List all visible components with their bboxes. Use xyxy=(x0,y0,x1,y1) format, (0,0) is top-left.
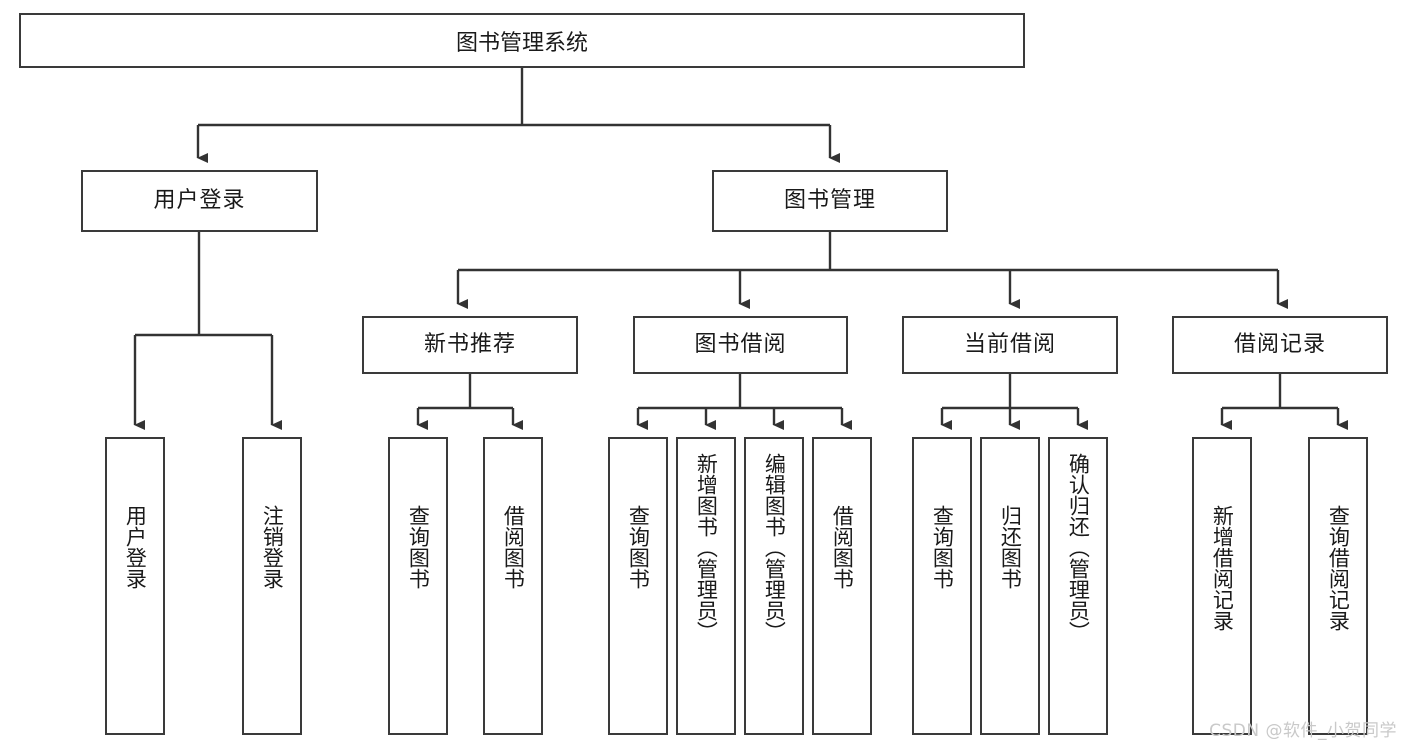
leaf-user-login[interactable]: 用户登录 xyxy=(105,437,165,735)
node-label: 借阅记录 xyxy=(1233,331,1326,357)
node-label: 编辑图书（管理员） xyxy=(762,453,787,642)
node-label: 图书借阅 xyxy=(694,331,787,357)
leaf-add-borrow-record[interactable]: 新增借阅记录 xyxy=(1192,437,1252,735)
leaf-query-book-borrow[interactable]: 查询图书 xyxy=(608,437,668,735)
node-label: 图书管理 xyxy=(783,187,876,213)
node-label: 查询借阅记录 xyxy=(1326,505,1351,631)
leaf-query-borrow-record[interactable]: 查询借阅记录 xyxy=(1308,437,1368,735)
leaf-logout[interactable]: 注销登录 xyxy=(242,437,302,735)
leaf-return-book[interactable]: 归还图书 xyxy=(980,437,1040,735)
csdn-watermark: CSDN @软件_小贺同学 xyxy=(1209,721,1397,741)
node-label: 归还图书 xyxy=(998,505,1023,589)
node-label: 用户登录 xyxy=(123,505,148,589)
node-label: 新增图书（管理员） xyxy=(694,453,719,642)
node-user-login[interactable]: 用户登录 xyxy=(81,170,318,232)
node-label: 借阅图书 xyxy=(501,505,526,589)
node-current-borrow[interactable]: 当前借阅 xyxy=(902,316,1118,374)
node-label: 查询图书 xyxy=(406,505,431,589)
node-label: 用户登录 xyxy=(153,187,246,213)
node-borrow-record[interactable]: 借阅记录 xyxy=(1172,316,1388,374)
node-label: 当前借阅 xyxy=(963,331,1056,357)
node-book-management[interactable]: 图书管理 xyxy=(712,170,948,232)
node-new-book-recommend[interactable]: 新书推荐 xyxy=(362,316,578,374)
leaf-add-book-admin[interactable]: 新增图书（管理员） xyxy=(676,437,736,735)
node-label: 借阅图书 xyxy=(830,505,855,589)
leaf-borrow-book-recommend[interactable]: 借阅图书 xyxy=(483,437,543,735)
node-label: 新书推荐 xyxy=(423,331,516,357)
node-label: 注销登录 xyxy=(260,505,285,589)
node-label: 图书管理系统 xyxy=(455,30,588,56)
node-label: 查询图书 xyxy=(626,505,651,589)
node-label: 新增借阅记录 xyxy=(1210,505,1235,631)
leaf-query-book-current[interactable]: 查询图书 xyxy=(912,437,972,735)
node-label: 查询图书 xyxy=(930,505,955,589)
leaf-confirm-return-admin[interactable]: 确认归还（管理员） xyxy=(1048,437,1108,735)
leaf-borrow-book[interactable]: 借阅图书 xyxy=(812,437,872,735)
leaf-edit-book-admin[interactable]: 编辑图书（管理员） xyxy=(744,437,804,735)
node-label: 确认归还（管理员） xyxy=(1066,453,1091,642)
node-root[interactable]: 图书管理系统 xyxy=(19,13,1025,68)
leaf-query-book-recommend[interactable]: 查询图书 xyxy=(388,437,448,735)
node-book-borrow[interactable]: 图书借阅 xyxy=(633,316,848,374)
